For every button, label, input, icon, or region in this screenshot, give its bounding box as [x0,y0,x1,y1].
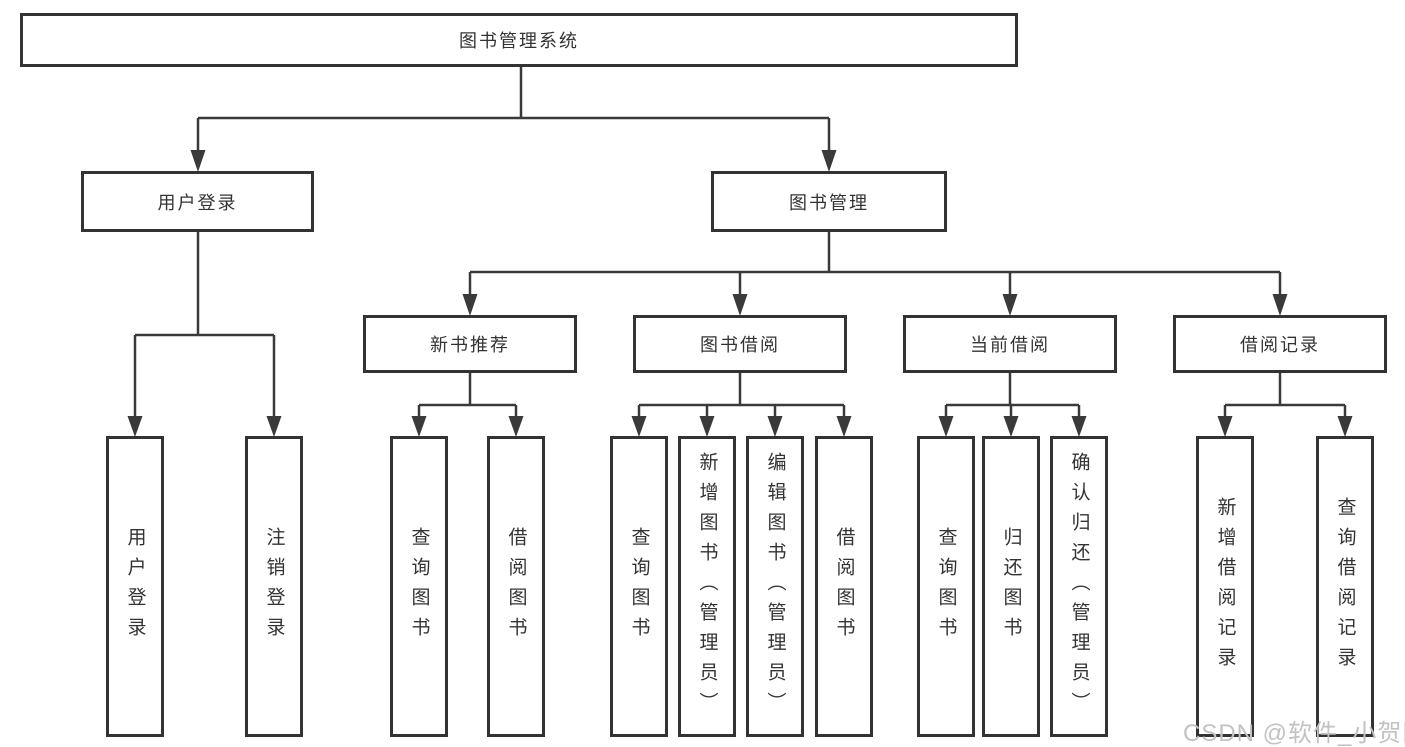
connector-records-to-leaves [1217,373,1353,437]
node-borrowing-records: 借阅记录 [1173,315,1387,373]
node-user-login: 用户登录 [81,171,314,232]
connector-newrec-to-leaves [411,373,524,437]
node-library-management-system: 图书管理系统 [20,13,1018,67]
node-book-management: 图书管理 [711,171,947,232]
leaf-query-books-borrowing: 查询图书 [610,436,668,737]
csdn-watermark: CSDN @软件_小贺同学 [1183,720,1405,747]
leaf-logout: 注销登录 [245,436,303,737]
leaf-query-books-current: 查询图书 [917,436,975,737]
leaf-return-books: 归还图书 [982,436,1040,737]
leaf-borrow-books-recommend: 借阅图书 [487,436,545,737]
node-current-borrowing: 当前借阅 [903,315,1117,373]
leaf-add-books-admin: 新增图书（管理员） [678,436,736,737]
leaf-confirm-return-admin: 确认归还（管理员） [1050,436,1108,737]
connector-bookborrow-to-leaves [631,373,852,437]
leaf-query-borrow-record: 查询借阅记录 [1316,436,1374,737]
connector-bookmgmt-to-level3 [462,232,1288,316]
connector-curborrow-to-leaves [938,373,1087,437]
node-new-book-recommend: 新书推荐 [363,315,577,373]
connector-root-to-level2 [190,67,837,172]
leaf-add-borrow-record: 新增借阅记录 [1196,436,1254,737]
leaf-edit-books-admin: 编辑图书（管理员） [746,436,804,737]
leaf-query-books-recommend: 查询图书 [390,436,448,737]
leaf-borrow-books-borrowing: 借阅图书 [815,436,873,737]
node-book-borrowing: 图书借阅 [633,315,847,373]
connector-userlogin-to-leaves [127,232,282,437]
leaf-user-login: 用户登录 [106,436,164,737]
